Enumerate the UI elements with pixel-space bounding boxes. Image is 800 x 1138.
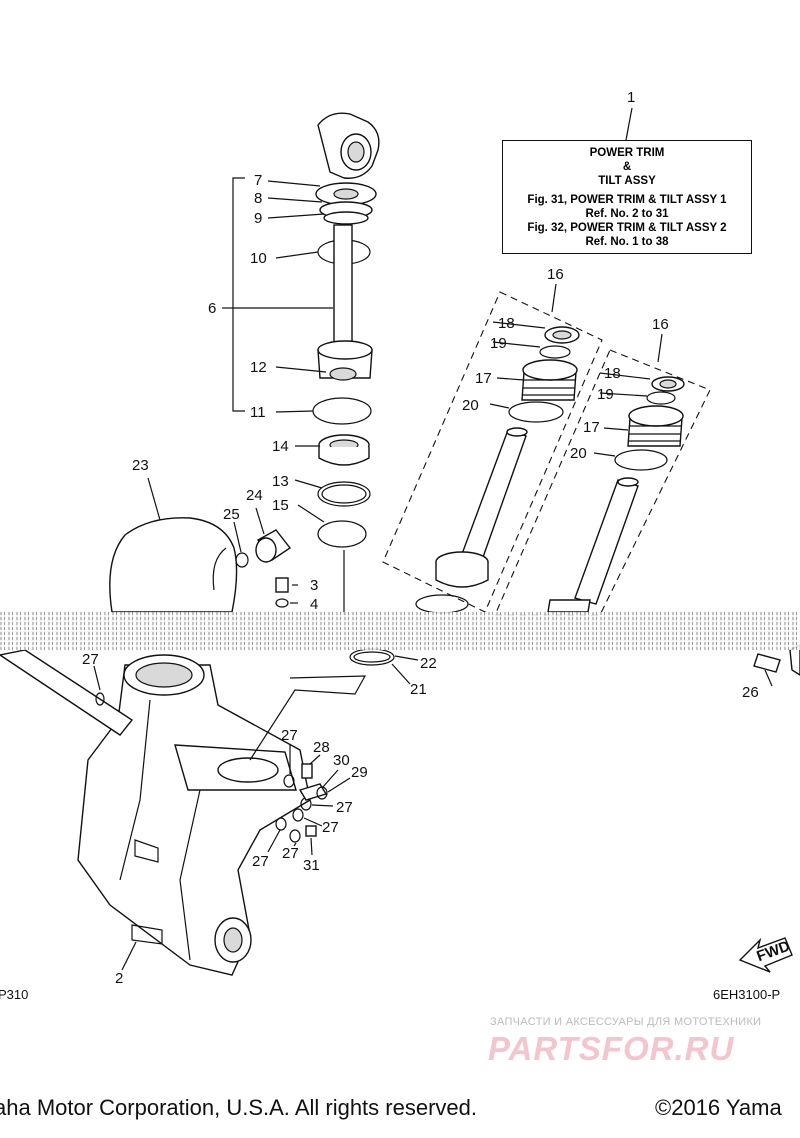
- callout-29: 29: [351, 764, 368, 781]
- callout-6: 6: [208, 300, 216, 317]
- legend-line-2: &: [622, 161, 632, 173]
- legend-leader: [625, 107, 633, 141]
- callout-27-b: 27: [281, 727, 298, 744]
- callout-11: 11: [250, 404, 266, 421]
- callout-16-right: 16: [652, 316, 669, 333]
- callout-18-left: 18: [498, 315, 515, 332]
- callout-25: 25: [223, 506, 240, 523]
- callout-10: 10: [250, 250, 267, 267]
- callout-22: 22: [420, 655, 437, 672]
- callout-27-e: 27: [252, 853, 269, 870]
- legend-line-5: Ref. No. 2 to 31: [585, 208, 669, 220]
- callout-3: 3: [310, 577, 318, 594]
- bracket-6: [222, 177, 333, 523]
- left-drawing-code: P310: [0, 987, 29, 1002]
- callout-17-left: 17: [475, 370, 492, 387]
- callout-8: 8: [254, 190, 262, 207]
- callout-9: 9: [254, 210, 262, 227]
- callout-27-c: 27: [336, 799, 353, 816]
- callout-19-right: 19: [597, 386, 614, 403]
- callout-24: 24: [246, 487, 263, 504]
- legend-line-1: POWER TRIM: [589, 147, 665, 159]
- callout-27-a: 27: [82, 651, 99, 668]
- group-box-16-right: [494, 333, 711, 616]
- callout-15: 15: [272, 497, 289, 514]
- callout-2: 2: [115, 970, 123, 987]
- legend-box: POWER TRIM & TILT ASSY Fig. 31, POWER TR…: [502, 140, 752, 254]
- legend-line-6: Fig. 32, POWER TRIM & TILT ASSY 2: [527, 222, 727, 234]
- group-box-16-left: [382, 283, 603, 614]
- callout-30: 30: [333, 752, 350, 769]
- legend-line-3: TILT ASSY: [598, 175, 656, 187]
- callout-21: 21: [410, 681, 427, 698]
- callout-1: 1: [627, 89, 635, 106]
- callout-19-left: 19: [490, 335, 507, 352]
- callout-27-f: 27: [282, 845, 299, 862]
- callout-4: 4: [310, 596, 318, 613]
- small-parts-right: [249, 644, 800, 973]
- watermark-tagline: ЗАПЧАСТИ И АКСЕССУАРЫ ДЛЯ МОТОТЕХНИКИ: [490, 1016, 762, 1028]
- copyright-left: aha Motor Corporation, U.S.A. All rights…: [0, 1095, 477, 1120]
- callout-17-right: 17: [583, 419, 600, 436]
- callout-20-right: 20: [570, 445, 587, 462]
- watermark-logo: PARTSFOR.RU: [488, 1030, 735, 1067]
- legend-line-4: Fig. 31, POWER TRIM & TILT ASSY 1: [527, 194, 727, 206]
- callout-labels: 1 2 3 4 6 7 8 9 10 11 12 13 14 15 16 16 …: [82, 89, 792, 987]
- scan-tear-band: [0, 612, 800, 650]
- callout-7: 7: [254, 172, 262, 189]
- legend-line-7: Ref. No. 1 to 38: [585, 236, 669, 248]
- trim-motor-23: [109, 477, 238, 613]
- callout-23: 23: [132, 457, 149, 474]
- callout-16-left: 16: [547, 266, 564, 283]
- copyright-right: ©2016 Yama: [655, 1095, 782, 1120]
- callout-20-left: 20: [462, 397, 479, 414]
- callout-31: 31: [303, 857, 320, 874]
- callout-26: 26: [742, 684, 759, 701]
- tilt-rod-assembly: [312, 112, 380, 615]
- callout-27-d: 27: [322, 819, 339, 836]
- right-drawing-code: 6EH3100-P: [713, 987, 781, 1002]
- callout-13: 13: [272, 473, 289, 490]
- housing-2: [0, 649, 311, 976]
- callout-28: 28: [313, 739, 330, 756]
- callout-12: 12: [250, 359, 267, 376]
- small-parts-left: [233, 507, 298, 608]
- callout-14: 14: [272, 438, 289, 455]
- callout-18-right: 18: [604, 365, 621, 382]
